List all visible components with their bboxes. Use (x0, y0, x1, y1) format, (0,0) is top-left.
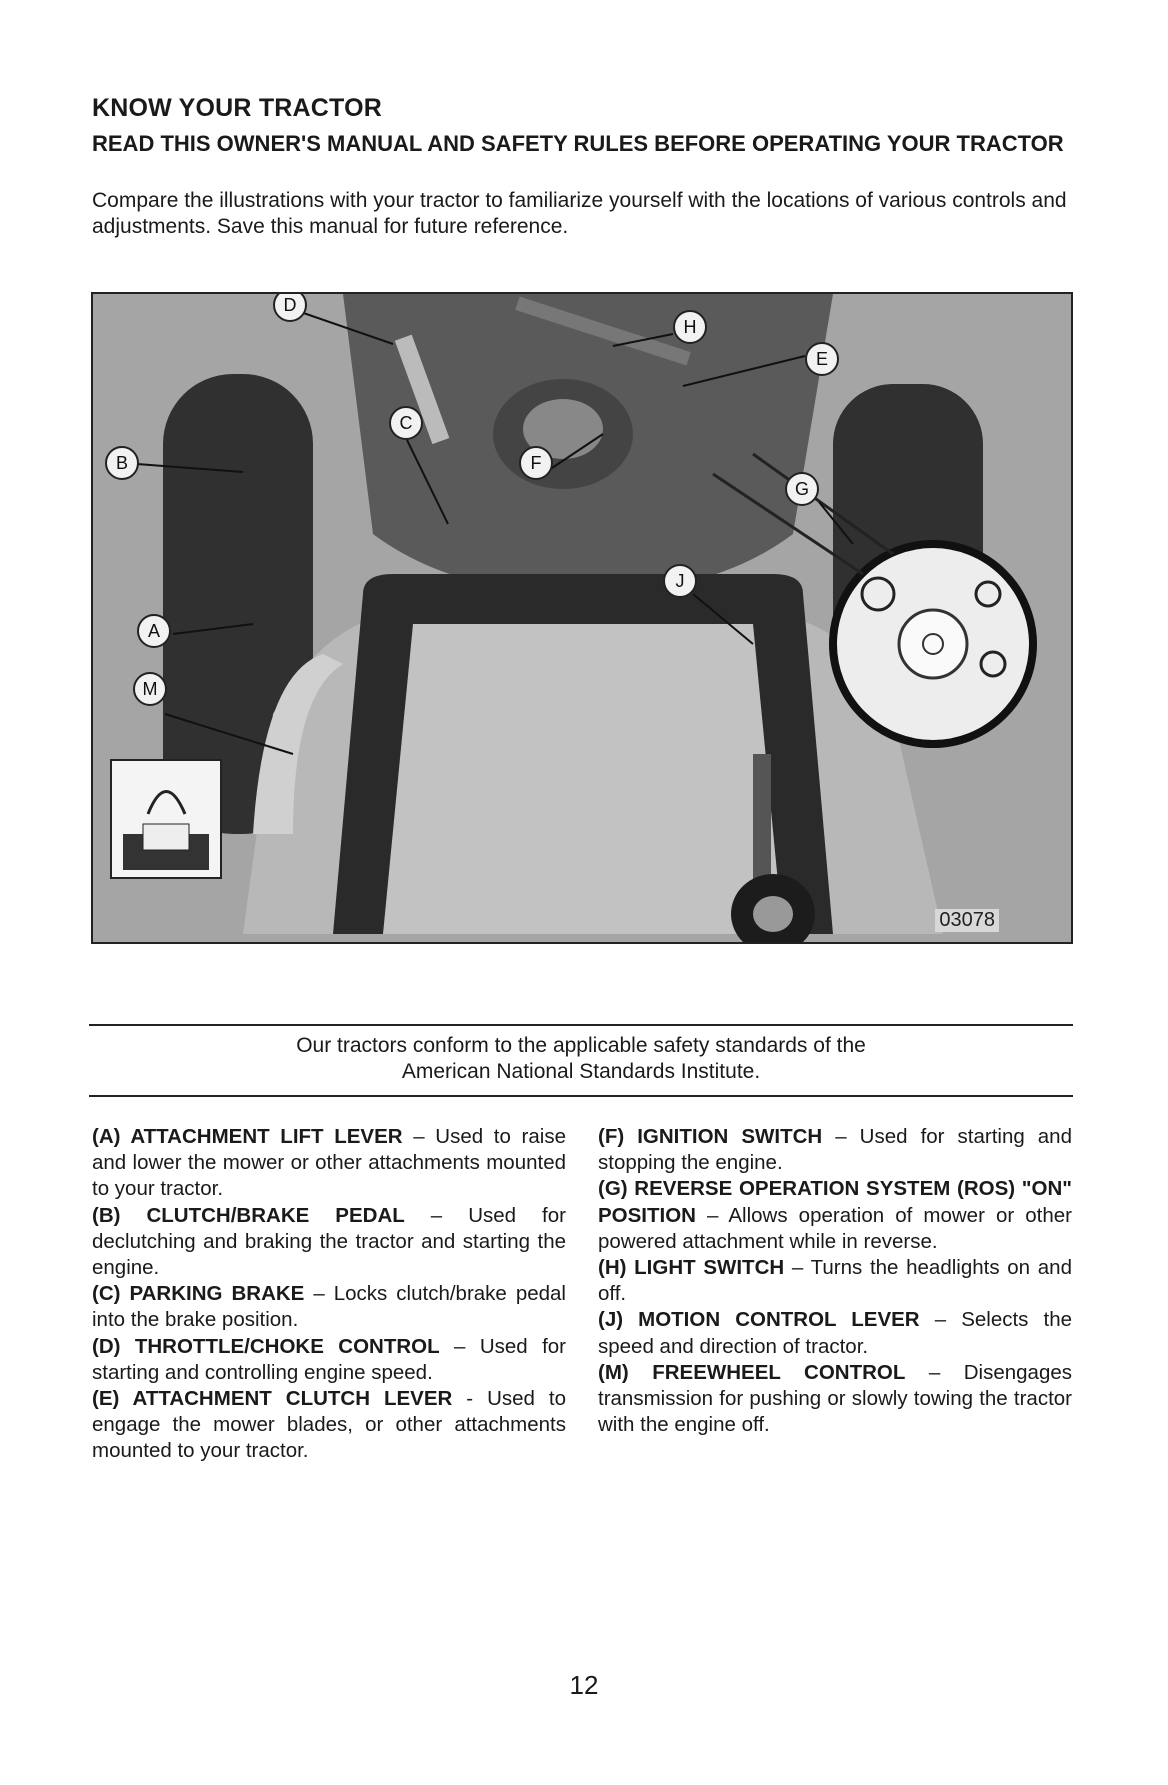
control-item: (D) THROTTLE/CHOKE CONTROL – Used for st… (92, 1334, 566, 1386)
control-item: (J) MOTION CONTROL LEVER – Selects the s… (598, 1307, 1072, 1359)
controls-list-left: (A) ATTACHMENT LIFT LEVER – Used to rais… (92, 1124, 566, 1465)
page-number: 12 (569, 1670, 599, 1700)
callout-h: H (673, 310, 707, 344)
control-item: (A) ATTACHMENT LIFT LEVER – Used to rais… (92, 1124, 566, 1203)
control-description: – Used for starting and controlling engi… (92, 1334, 566, 1384)
callout-d: D (273, 294, 307, 322)
figure-code: 03078 (935, 909, 999, 932)
control-item: (H) LIGHT SWITCH – Turns the headlights … (598, 1255, 1072, 1307)
conformity-statement: Our tractors conform to the applicable s… (89, 1033, 1073, 1085)
control-item: (E) ATTACHMENT CLUTCH LEVER - Used to en… (92, 1386, 566, 1465)
page-title: KNOW YOUR TRACTOR (92, 94, 382, 122)
control-description: – Used for declutching and braking the t… (92, 1203, 566, 1280)
control-description: – Locks clutch/brake pedal into the brak… (92, 1282, 566, 1332)
control-description: – Disengages transmission for pushing or… (598, 1360, 1073, 1437)
safety-subtitle: READ THIS OWNER'S MANUAL AND SAFETY RULE… (92, 131, 1064, 156)
callout-leaders (136, 307, 854, 755)
divider-top (89, 1024, 1073, 1026)
callout-j: J (663, 564, 697, 598)
callout-g: G (785, 472, 819, 506)
control-label: (G) REVERSE OPERATION SYSTEM (ROS) "ON" … (598, 1177, 1072, 1227)
control-item: (F) IGNITION SWITCH – Used for starting … (598, 1124, 1072, 1176)
control-label: (M) FREEWHEEL CONTROL (598, 1360, 906, 1384)
callout-b: B (105, 446, 139, 480)
control-label: (D) THROTTLE/CHOKE CONTROL (92, 1334, 440, 1358)
control-description: – Selects the speed and direction of tra… (598, 1308, 1072, 1358)
control-item: (G) REVERSE OPERATION SYSTEM (ROS) "ON" … (598, 1176, 1072, 1255)
control-item: (M) FREEWHEEL CONTROL – Disengages trans… (598, 1360, 1072, 1439)
conformity-line-2: American National Standards Institute. (401, 1060, 761, 1083)
control-item: (B) CLUTCH/BRAKE PEDAL – Used for declut… (92, 1203, 566, 1282)
control-label: (B) CLUTCH/BRAKE PEDAL (92, 1203, 405, 1227)
callout-a: A (137, 614, 171, 648)
control-description: – Turns the headlights on and off. (598, 1256, 1072, 1306)
divider-bottom (89, 1095, 1073, 1097)
control-description: - Used to engage the mower blades, or ot… (92, 1387, 566, 1463)
control-description: – Used to raise and lower the mower or o… (92, 1125, 566, 1201)
tractor-drawing (93, 294, 1071, 942)
controls-list-right: (F) IGNITION SWITCH – Used for starting … (598, 1124, 1072, 1438)
control-label: (F) IGNITION SWITCH (598, 1125, 823, 1148)
tractor-controls-illustration: D H E C B F G J A M 03078 (91, 292, 1073, 944)
callout-f: F (519, 446, 553, 480)
control-description: – Used for starting and stopping the eng… (598, 1125, 1072, 1175)
intro-paragraph: Compare the illustrations with your trac… (92, 189, 1067, 238)
control-description: – Allows operation of mower or other pow… (598, 1203, 1072, 1253)
callout-m: M (133, 672, 167, 706)
control-label: (E) ATTACHMENT CLUTCH LEVER (92, 1387, 453, 1411)
callout-c: C (389, 406, 423, 440)
control-item: (C) PARKING BRAKE – Locks clutch/brake p… (92, 1281, 566, 1333)
control-label: (H) LIGHT SWITCH (598, 1256, 785, 1280)
callout-e: E (805, 342, 839, 376)
control-label: (A) ATTACHMENT LIFT LEVER (92, 1125, 403, 1148)
conformity-line-1: Our tractors conform to the applicable s… (296, 1034, 866, 1057)
control-label: (J) MOTION CONTROL LEVER (598, 1308, 920, 1332)
lift-lever (253, 654, 343, 834)
control-label: (C) PARKING BRAKE (92, 1282, 305, 1306)
